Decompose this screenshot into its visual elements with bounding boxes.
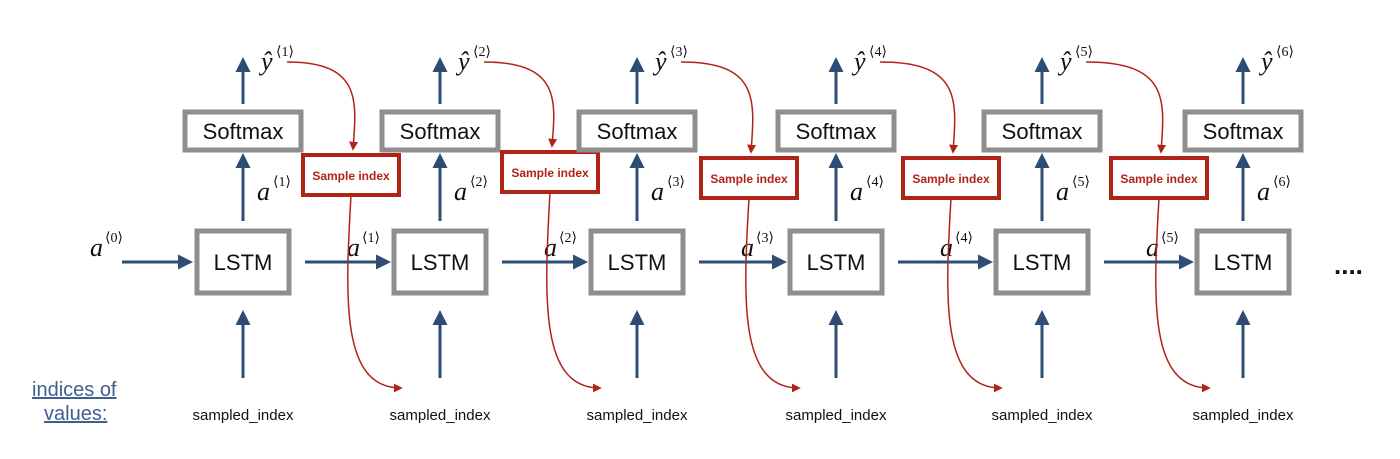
- softmax-box: [1182, 109, 1304, 153]
- lstm-cell-label: LSTM: [411, 250, 470, 275]
- output-index: ⟨3⟩: [670, 45, 688, 60]
- recurrent-activation-symbol: a: [544, 233, 557, 262]
- lstm-cell-label: LSTM: [1214, 250, 1273, 275]
- output-index: ⟨6⟩: [1276, 45, 1294, 60]
- activation-index: ⟨3⟩: [667, 175, 685, 190]
- softmax-box: [981, 109, 1103, 153]
- time-step-4: LSTMSoftmaxŷ⟨4⟩a⟨4⟩sampled_indexa⟨4⟩Samp…: [775, 45, 1003, 424]
- sample-input-curve: [680, 61, 757, 154]
- activation-index: ⟨6⟩: [1273, 175, 1291, 190]
- lstm-cell-label: LSTM: [1013, 250, 1072, 275]
- softmax-label: Softmax: [796, 119, 877, 144]
- sample-input-curve: [1085, 61, 1167, 154]
- sample-index-label: Sample index: [511, 166, 589, 180]
- initial-activation-symbol: a: [90, 233, 103, 262]
- output-symbol: ŷ: [652, 47, 667, 76]
- lstm-cell-label: LSTM: [608, 250, 667, 275]
- sample-output-curve: [745, 197, 801, 393]
- lstm-cell-box: [993, 228, 1091, 296]
- output-index: ⟨5⟩: [1075, 45, 1093, 60]
- sampled-index-label: sampled_index: [992, 407, 1093, 424]
- activation-index: ⟨4⟩: [866, 175, 884, 190]
- sample-output-curve: [546, 191, 602, 393]
- lstm-cell-label: LSTM: [807, 250, 866, 275]
- softmax-box: [379, 109, 501, 153]
- lstm-cell-label: LSTM: [214, 250, 273, 275]
- activation-symbol: a: [1056, 177, 1069, 206]
- softmax-label: Softmax: [597, 119, 678, 144]
- sampled-index-label: sampled_index: [587, 407, 688, 424]
- sampled-index-label: sampled_index: [1193, 407, 1294, 424]
- activation-symbol: a: [651, 177, 664, 206]
- sampled-index-label: sampled_index: [390, 407, 491, 424]
- activation-symbol: a: [1257, 177, 1270, 206]
- sample-index-label: Sample index: [1120, 172, 1198, 186]
- softmax-box: [576, 109, 698, 153]
- sample-index-box: [1109, 156, 1209, 200]
- softmax-box: [182, 109, 304, 153]
- recurrent-activation-symbol: a: [940, 233, 953, 262]
- time-step-3: LSTMSoftmaxŷ⟨3⟩a⟨3⟩sampled_indexa⟨3⟩Samp…: [576, 45, 801, 424]
- output-index: ⟨2⟩: [473, 45, 491, 60]
- softmax-label: Softmax: [203, 119, 284, 144]
- softmax-label: Softmax: [1203, 119, 1284, 144]
- output-symbol: ŷ: [851, 47, 866, 76]
- output-index: ⟨1⟩: [276, 45, 294, 60]
- lstm-cell-box: [588, 228, 686, 296]
- output-symbol: ŷ: [1057, 47, 1072, 76]
- recurrent-activation-symbol: a: [347, 233, 360, 262]
- recurrent-activation-index: ⟨4⟩: [955, 231, 973, 246]
- activation-index: ⟨1⟩: [273, 175, 291, 190]
- initial-activation-index: ⟨0⟩: [105, 231, 123, 246]
- legend-line-1: indices of: [32, 379, 117, 401]
- sample-index-box: [500, 150, 600, 194]
- sample-index-label: Sample index: [312, 169, 390, 183]
- recurrent-activation-index: ⟨1⟩: [362, 231, 380, 246]
- lstm-cell-box: [194, 228, 292, 296]
- sample-output-curve: [947, 197, 1003, 393]
- output-symbol: ŷ: [258, 47, 273, 76]
- recurrent-activation-symbol: a: [741, 233, 754, 262]
- recurrent-activation-index: ⟨3⟩: [756, 231, 774, 246]
- softmax-box: [775, 109, 897, 153]
- activation-symbol: a: [257, 177, 270, 206]
- sample-output-curve: [347, 194, 403, 393]
- lstm-cell-box: [391, 228, 489, 296]
- softmax-label: Softmax: [1002, 119, 1083, 144]
- sample-output-curve: [1155, 197, 1211, 393]
- sampled-index-label: sampled_index: [786, 407, 887, 424]
- sample-input-curve: [483, 61, 558, 148]
- activation-symbol: a: [850, 177, 863, 206]
- recurrent-activation-index: ⟨2⟩: [559, 231, 577, 246]
- sample-index-label: Sample index: [710, 172, 788, 186]
- time-steps: LSTMSoftmaxŷ⟨1⟩a⟨1⟩sampled_indexa⟨1⟩Samp…: [182, 45, 1304, 424]
- initial-activation-label: a ⟨0⟩: [90, 231, 123, 262]
- time-step-2: LSTMSoftmaxŷ⟨2⟩a⟨2⟩sampled_indexa⟨2⟩Samp…: [379, 45, 602, 424]
- softmax-label: Softmax: [400, 119, 481, 144]
- time-step-5: LSTMSoftmaxŷ⟨5⟩a⟨5⟩sampled_indexa⟨5⟩Samp…: [981, 45, 1211, 424]
- recurrent-activation-index: ⟨5⟩: [1161, 231, 1179, 246]
- output-symbol: ŷ: [1258, 47, 1273, 76]
- output-index: ⟨4⟩: [869, 45, 887, 60]
- lstm-cell-box: [787, 228, 885, 296]
- sampled-index-label: sampled_index: [193, 407, 294, 424]
- sample-input-curve: [286, 61, 359, 151]
- sample-input-curve: [879, 61, 959, 154]
- continuation-ellipsis: ....: [1334, 250, 1363, 280]
- time-step-1: LSTMSoftmaxŷ⟨1⟩a⟨1⟩sampled_indexa⟨1⟩Samp…: [182, 45, 403, 424]
- sample-index-label: Sample index: [912, 172, 990, 186]
- output-symbol: ŷ: [455, 47, 470, 76]
- legend-line-2: values:: [44, 403, 107, 425]
- lstm-cell-box: [1194, 228, 1292, 296]
- indices-legend: indices of values:: [32, 379, 117, 425]
- activation-index: ⟨2⟩: [470, 175, 488, 190]
- activation-index: ⟨5⟩: [1072, 175, 1090, 190]
- activation-symbol: a: [454, 177, 467, 206]
